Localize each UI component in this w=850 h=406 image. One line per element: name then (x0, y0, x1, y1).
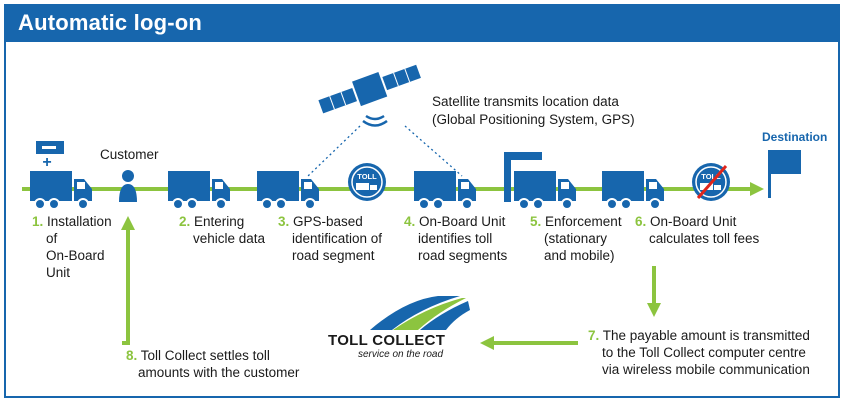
svg-text:TOLL: TOLL (357, 172, 377, 181)
route-arrowhead (750, 182, 764, 196)
no-toll-sign-icon: TOLL (692, 163, 730, 201)
step-2-label: 2. Entering vehicle data (179, 214, 266, 246)
step-3-label: 3. GPS-based identification of road segm… (278, 214, 383, 263)
satellite-text: Satellite transmits location data (Globa… (432, 94, 635, 127)
flow-arrowhead (480, 336, 494, 350)
truck-icon (29, 170, 93, 210)
flow-arrowhead (647, 303, 661, 317)
step-5-label: 5. Enforcement (stationary and mobile) (530, 214, 622, 263)
truck-icon (413, 170, 477, 210)
toll-collect-slogan: service on the road (358, 349, 444, 360)
truck-icon (601, 170, 665, 210)
destination-label: Destination (762, 130, 828, 144)
flow-arrow-up (122, 228, 130, 345)
gps-signal-line (404, 125, 463, 177)
customer-icon (119, 170, 137, 202)
toll-collect-logo-icon (370, 296, 470, 330)
truck-icon (256, 170, 320, 210)
step-8-label: 8. Toll Collect settles toll amounts wit… (126, 348, 300, 380)
customer-label: Customer (100, 147, 159, 162)
step-7-label: 7. The payable amount is transmitted to … (588, 328, 810, 377)
gps-signal-line (307, 125, 361, 177)
truck-icon (513, 170, 577, 210)
toll-collect-logo-text: TOLL COLLECT (328, 332, 446, 349)
step-4-label: 4. On-Board Unit identifies toll road se… (404, 214, 508, 263)
svg-text:TOLL: TOLL (701, 172, 721, 181)
truck-icon (167, 170, 231, 210)
step-6-label: 6. On-Board Unit calculates toll fees (635, 214, 760, 246)
satellite-icon (318, 64, 421, 127)
svg-text:+: + (42, 154, 51, 171)
toll-sign-icon: TOLL (348, 163, 386, 201)
title-bar: Automatic log-on (4, 4, 840, 42)
step-1-label: 1. Installation of On-Board Unit (32, 214, 112, 280)
on-board-unit-icon: + (36, 141, 64, 171)
destination-flag-icon (768, 150, 801, 198)
page-title: Automatic log-on (18, 10, 203, 35)
flow-arrowhead (121, 216, 135, 230)
enforcement-gantry-icon (504, 152, 542, 202)
